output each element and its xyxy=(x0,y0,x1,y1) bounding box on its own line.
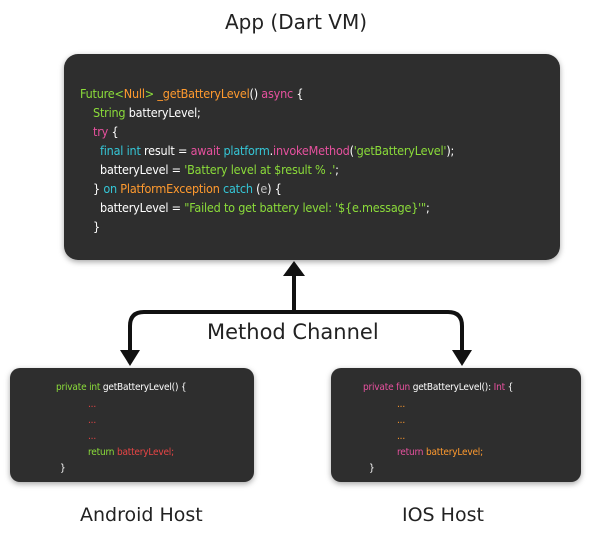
code-token: ; xyxy=(426,200,430,215)
ios-host-label: IOS Host xyxy=(402,504,484,526)
code-token: ); xyxy=(446,143,455,158)
code-token: return xyxy=(397,447,424,458)
code-token: 'getBatteryLevel' xyxy=(353,143,447,158)
code-token: . xyxy=(269,143,274,158)
ios-code-line-1: private fun getBatteryLevel(): Int { xyxy=(363,383,513,393)
code-token: () xyxy=(249,86,262,101)
code-token: private fun xyxy=(363,382,411,393)
ios-code-close: } xyxy=(369,463,375,474)
android-host-label: Android Host xyxy=(80,504,203,526)
code-token: getBatteryLevel() { xyxy=(100,382,187,393)
dart-code-line-8: } xyxy=(93,219,100,234)
code-token: e xyxy=(260,181,268,196)
code-token: batteryLevel; xyxy=(125,105,201,120)
code-token: Future< xyxy=(80,86,124,101)
code-token: invokeMethod xyxy=(273,143,350,158)
code-token: private int xyxy=(56,382,101,393)
code-token: ) { xyxy=(267,181,282,196)
android-code-ellipsis: ... xyxy=(88,415,96,426)
android-code-ellipsis: ... xyxy=(88,431,96,442)
code-token: batteryLevel; xyxy=(114,447,174,458)
code-token: ( xyxy=(252,181,261,196)
code-token: return xyxy=(88,447,115,458)
code-token: batteryLevel; xyxy=(423,447,483,458)
code-token: ; xyxy=(335,162,339,177)
code-token: Null xyxy=(123,86,145,101)
dart-code-line-2: String batteryLevel; xyxy=(93,105,201,120)
dart-code-line-6: } on PlatformException catch (e) { xyxy=(93,181,282,196)
method-channel-label: Method Channel xyxy=(205,320,381,344)
code-token: try xyxy=(93,124,109,139)
code-token: catch xyxy=(219,181,253,196)
dart-code-line-5: batteryLevel = 'Battery level at $result… xyxy=(100,162,339,177)
code-token: { xyxy=(504,382,514,393)
arrow-up-head xyxy=(283,261,305,276)
code-token: ( xyxy=(349,143,354,158)
code-token: _getBatteryLevel xyxy=(157,86,250,101)
ios-code-return: return batteryLevel; xyxy=(397,448,483,458)
android-code-box: private int getBatteryLevel() { ... ... … xyxy=(10,368,254,482)
code-token: async xyxy=(261,86,293,101)
code-token: batteryLevel = xyxy=(100,200,185,215)
code-token: { xyxy=(108,124,119,139)
ios-code-ellipsis: ... xyxy=(397,431,405,442)
android-code-ellipsis: ... xyxy=(88,399,96,410)
code-token: await xyxy=(190,143,221,158)
app-dart-vm-title: App (Dart VM) xyxy=(224,10,368,34)
code-token: } xyxy=(93,181,104,196)
android-code-line-1: private int getBatteryLevel() { xyxy=(56,382,187,393)
ios-code-ellipsis: ... xyxy=(397,399,405,410)
code-token: batteryLevel = xyxy=(100,162,185,177)
ios-code-ellipsis: ... xyxy=(397,415,405,426)
code-token: on xyxy=(103,181,117,196)
arrow-down-head-ios xyxy=(452,350,472,366)
android-code-close: } xyxy=(60,463,66,474)
code-token: PlatformException xyxy=(116,181,220,196)
code-token: String xyxy=(93,105,126,120)
code-token: "Failed to get battery level: '${e.messa… xyxy=(184,200,427,215)
arrow-down-head-android xyxy=(120,350,140,366)
code-token: Int xyxy=(493,382,505,393)
code-token: 'Battery level at $result % .' xyxy=(184,162,336,177)
code-token: > xyxy=(144,86,158,101)
dart-code-line-1: Future<Null> _getBatteryLevel() async { xyxy=(80,86,304,101)
dart-code-box: Future<Null> _getBatteryLevel() async { … xyxy=(64,54,560,260)
code-token: final int xyxy=(100,143,141,158)
code-token: platform xyxy=(220,143,270,158)
dart-code-line-3: try { xyxy=(93,124,119,139)
dart-code-line-4: final int result = await platform.invoke… xyxy=(100,143,455,158)
ios-code-box: private fun getBatteryLevel(): Int { ...… xyxy=(331,368,581,482)
code-token: getBatteryLevel(): xyxy=(410,382,494,393)
android-code-return: return batteryLevel; xyxy=(88,448,174,458)
code-token: result = xyxy=(140,143,191,158)
dart-code-line-7: batteryLevel = "Failed to get battery le… xyxy=(100,200,430,215)
code-token: { xyxy=(293,86,304,101)
